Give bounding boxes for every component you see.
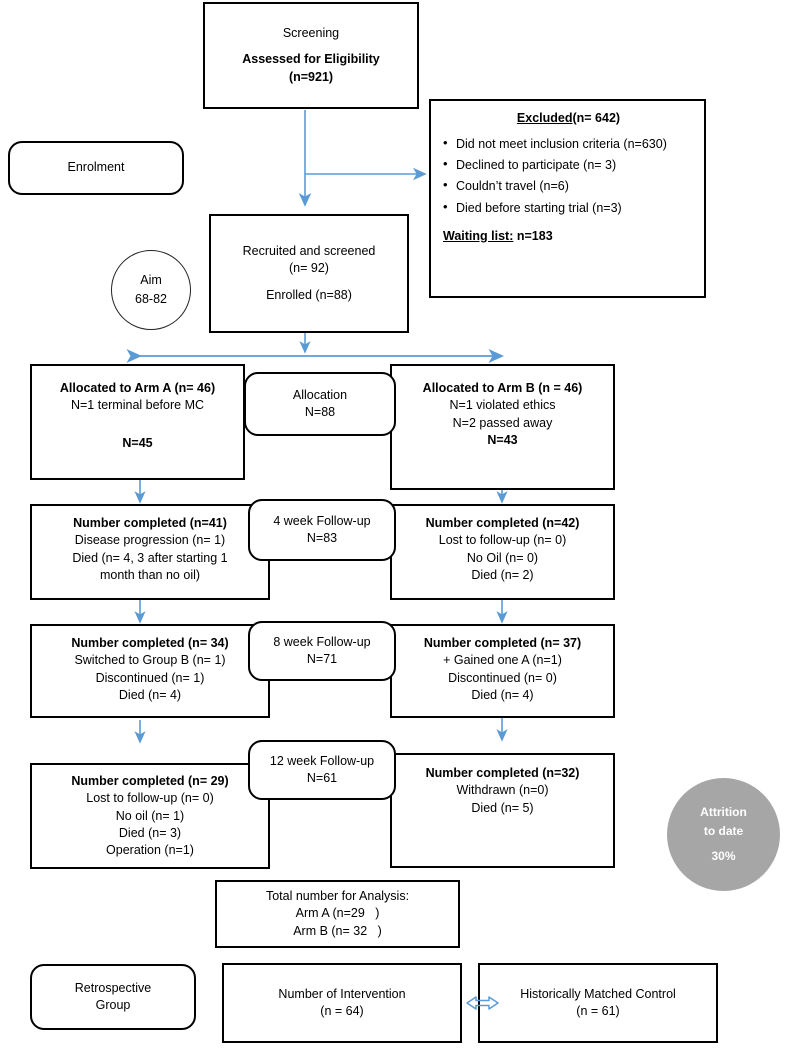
attrition-circle: Attrition to date 30% bbox=[667, 778, 780, 891]
followup-12wk-left-box: Number completed (n= 29) Lost to follow-… bbox=[30, 763, 270, 869]
excluded-reason-list: Did not meet inclusion criteria (n=630) … bbox=[443, 134, 694, 217]
arm-b-title: Allocated to Arm B (n = 46) bbox=[422, 381, 583, 395]
allocation-stage-n: N=88 bbox=[304, 405, 336, 419]
list-item: Couldn’t travel (n=6) bbox=[443, 176, 694, 195]
recruited-box: Recruited and screened (n= 92) Enrolled … bbox=[209, 214, 409, 333]
waiting-list-label: Waiting list: bbox=[443, 228, 514, 243]
aim-range: 68-82 bbox=[135, 292, 167, 306]
followup-4wk-left-line: month than no oil) bbox=[99, 567, 201, 582]
followup-4wk-stage-n: N=83 bbox=[306, 531, 338, 545]
total-analysis-arm-a: Arm A (n=29 ) bbox=[295, 906, 380, 921]
followup-8wk-right-line: Died (n= 4) bbox=[471, 687, 534, 702]
followup-12wk-right-line: Withdrawn (n=0) bbox=[456, 783, 549, 798]
followup-8wk-stage-n: N=71 bbox=[306, 652, 338, 666]
attrition-label-1: Attrition bbox=[700, 804, 747, 819]
enrolment-label: Enrolment bbox=[67, 160, 125, 175]
followup-12wk-left-line: Died (n= 3) bbox=[118, 825, 182, 840]
followup-8wk-right-line: + Gained one A (n=1) bbox=[443, 653, 562, 668]
aim-circle: Aim 68-82 bbox=[111, 250, 191, 330]
followup-8wk-left-line: Switched to Group B (n= 1) bbox=[74, 653, 226, 668]
followup-12wk-stage-n: N=61 bbox=[306, 771, 338, 785]
screening-title: Screening bbox=[282, 26, 340, 41]
list-item: Declined to participate (n= 3) bbox=[443, 155, 694, 174]
followup-12wk-right-line: Died (n= 5) bbox=[471, 800, 534, 815]
arm-a-note: N=1 terminal before MC bbox=[70, 398, 205, 413]
recruited-count: (n= 92) bbox=[289, 261, 329, 276]
matched-control-count: (n = 61) bbox=[576, 1004, 620, 1018]
arm-a-allocation-box: Allocated to Arm A (n= 46) N=1 terminal … bbox=[30, 364, 245, 480]
arm-b-total: N=43 bbox=[487, 432, 518, 447]
enrolment-label-box: Enrolment bbox=[8, 141, 184, 195]
excluded-header-label: Excluded bbox=[516, 111, 573, 125]
waiting-list-value: n=183 bbox=[516, 228, 553, 243]
intervention-count: (n = 64) bbox=[320, 1004, 364, 1018]
followup-8wk-left-box: Number completed (n= 34) Switched to Gro… bbox=[30, 624, 270, 718]
followup-4wk-left-line: Disease progression (n= 1) bbox=[74, 533, 226, 548]
followup-8wk-right-box: Number completed (n= 37) + Gained one A … bbox=[390, 624, 615, 718]
recruited-title: Recruited and screened bbox=[242, 244, 376, 259]
screening-count: (n=921) bbox=[288, 69, 334, 84]
followup-12wk-left-title: Number completed (n= 29) bbox=[71, 774, 229, 788]
screening-assessed: Assessed for Eligibility bbox=[242, 52, 380, 67]
matched-control-label: Historically Matched Control bbox=[520, 986, 676, 1001]
attrition-label-2: to date bbox=[703, 823, 744, 838]
retrospective-label-1: Retrospective bbox=[74, 980, 152, 995]
followup-8wk-left-title: Number completed (n= 34) bbox=[71, 636, 229, 650]
followup-12wk-stage-box: 12 week Follow-up N=61 bbox=[248, 740, 396, 800]
followup-8wk-right-line: Discontinued (n= 0) bbox=[448, 670, 557, 685]
enrolled-count: Enrolled (n=88) bbox=[266, 287, 352, 302]
followup-4wk-left-box: Number completed (n=41) Disease progress… bbox=[30, 504, 270, 600]
arm-b-note-1: N=1 violated ethics bbox=[449, 398, 556, 413]
followup-8wk-stage-box: 8 week Follow-up N=71 bbox=[248, 621, 396, 681]
followup-4wk-stage-label: 4 week Follow-up bbox=[273, 513, 371, 528]
followup-8wk-left-line: Discontinued (n= 1) bbox=[95, 670, 205, 685]
followup-12wk-right-box: Number completed (n=32) Withdrawn (n=0) … bbox=[390, 753, 615, 868]
allocation-stage-box: Allocation N=88 bbox=[244, 372, 396, 436]
followup-12wk-left-line: Operation (n=1) bbox=[106, 843, 194, 857]
arm-b-allocation-box: Allocated to Arm B (n = 46) N=1 violated… bbox=[390, 364, 615, 490]
aim-label: Aim bbox=[140, 273, 162, 288]
arm-b-note-2: N=2 passed away bbox=[452, 415, 553, 430]
total-analysis-title: Total number for Analysis: bbox=[265, 889, 410, 904]
followup-12wk-right-title: Number completed (n=32) bbox=[425, 766, 580, 780]
excluded-box: Excluded(n= 642) Did not meet inclusion … bbox=[429, 99, 706, 298]
followup-4wk-left-line: Died (n= 4, 3 after starting 1 bbox=[72, 550, 228, 565]
excluded-header: Excluded(n= 642) bbox=[443, 109, 694, 127]
followup-4wk-right-line: Died (n= 2) bbox=[471, 567, 534, 582]
followup-4wk-right-title: Number completed (n=42) bbox=[425, 516, 580, 530]
total-analysis-box: Total number for Analysis: Arm A (n=29 )… bbox=[215, 880, 460, 948]
followup-8wk-stage-label: 8 week Follow-up bbox=[273, 634, 371, 649]
followup-12wk-stage-label: 12 week Follow-up bbox=[269, 753, 375, 768]
followup-4wk-stage-box: 4 week Follow-up N=83 bbox=[248, 499, 396, 561]
allocation-stage-label: Allocation bbox=[292, 387, 348, 402]
arm-a-total: N=45 bbox=[122, 435, 153, 450]
waiting-list-row: Waiting list: n=183 bbox=[443, 227, 694, 245]
followup-12wk-left-line: Lost to follow-up (n= 0) bbox=[86, 791, 214, 806]
followup-4wk-left-title: Number completed (n=41) bbox=[73, 516, 227, 530]
list-item: Died before starting trial (n=3) bbox=[443, 197, 694, 217]
screening-box: Screening Assessed for Eligibility (n=92… bbox=[203, 2, 419, 109]
arm-a-title: Allocated to Arm A (n= 46) bbox=[59, 381, 216, 395]
followup-4wk-right-box: Number completed (n=42) Lost to follow-u… bbox=[390, 504, 615, 600]
attrition-value: 30% bbox=[711, 849, 736, 864]
total-analysis-arm-b: Arm B (n= 32 ) bbox=[293, 923, 382, 938]
followup-8wk-left-line: Died (n= 4) bbox=[118, 687, 182, 702]
retrospective-group-label-box: Retrospective Group bbox=[30, 964, 196, 1030]
retrospective-label-2: Group bbox=[95, 998, 131, 1012]
followup-4wk-right-line: Lost to follow-up (n= 0) bbox=[438, 533, 567, 548]
intervention-box: Number of Intervention (n = 64) bbox=[222, 963, 462, 1043]
followup-12wk-left-line: No oil (n= 1) bbox=[115, 808, 185, 823]
list-item: Did not meet inclusion criteria (n=630) bbox=[443, 134, 694, 153]
matched-control-box: Historically Matched Control (n = 61) bbox=[478, 963, 718, 1043]
excluded-header-count: (n= 642) bbox=[572, 111, 621, 125]
intervention-label: Number of Intervention bbox=[278, 986, 406, 1001]
followup-4wk-right-line: No Oil (n= 0) bbox=[466, 550, 539, 565]
followup-8wk-right-title: Number completed (n= 37) bbox=[423, 636, 582, 650]
